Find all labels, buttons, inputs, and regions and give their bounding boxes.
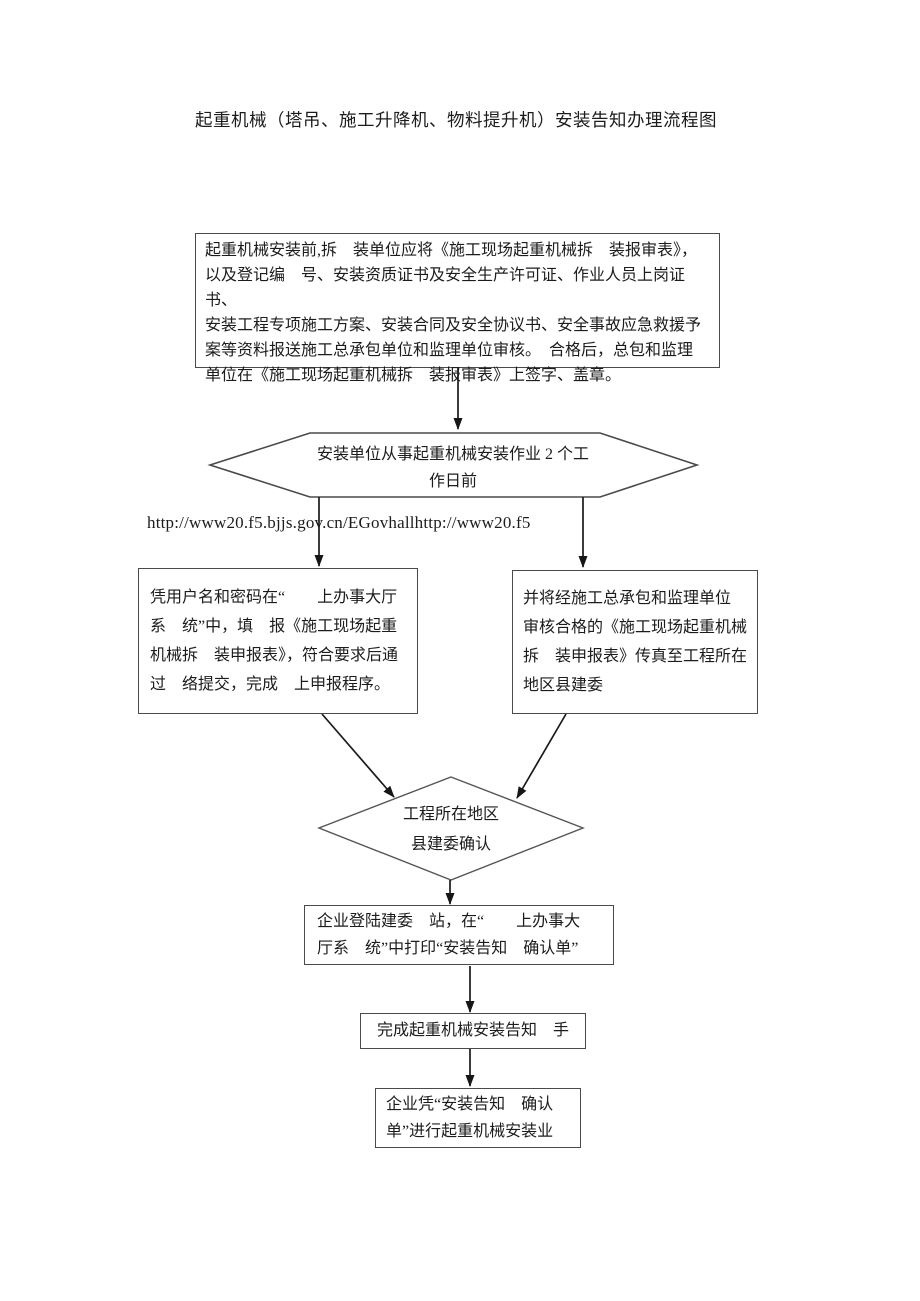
text-line: 企业登陆建委 站，在“ 上办事大 xyxy=(317,913,581,930)
node-fax-declaration: 并将经施工总承包和监理单位审核合格的《施工现场起重机械拆 装申报表》传真至工程所… xyxy=(512,570,758,714)
node-print-notice: 企业登陆建委 站，在“ 上办事大厅系 统”中打印“安装告知 确认单” xyxy=(304,905,614,965)
node-confirm-label: 工程所在地区县建委确认 xyxy=(341,800,561,860)
node-text: 凭用户名和密码在“ 上办事大厅系 统”中，填 报《施工现场起重机械拆 装申报表》… xyxy=(150,583,406,699)
text-line: 安装工程专项施工方案、安装合同及安全协议书、安全事故应急救援予 xyxy=(205,317,702,334)
text-line: 县建委确认 xyxy=(410,836,491,853)
arrow-fax-to-confirm xyxy=(516,713,567,799)
text-line: 单位在《施工现场起重机械拆 装报审表》上签字、盖章。 xyxy=(205,367,622,384)
node-text: 起重机械安装前,拆 装单位应将《施工现场起重机械拆 装报审表》， 以及登记编 号、… xyxy=(205,238,710,388)
text-line: 企业凭“安装告知 确认 xyxy=(386,1096,554,1113)
text-line: 并将经施工总承包和监理单位 xyxy=(523,590,732,607)
node-complete-notice: 完成起重机械安装告知 手 xyxy=(360,1013,586,1049)
text-line: 机械拆 装申报表》，符合要求后通 xyxy=(150,647,399,664)
node-text: 完成起重机械安装告知 手 xyxy=(367,1020,579,1042)
hexagon-shape xyxy=(207,432,700,498)
text-line: 安装单位从事起重机械安装作业 2 个工 xyxy=(316,446,589,463)
node-text: 并将经施工总承包和监理单位审核合格的《施工现场起重机械拆 装申报表》传真至工程所… xyxy=(523,584,747,700)
diamond-shape xyxy=(317,776,585,881)
text-line: 以及登记编 号、安装资质证书及安全生产许可证、作业人员上岗证书、 xyxy=(205,267,686,309)
node-text: 企业登陆建委 站，在“ 上办事大厅系 统”中打印“安装告知 确认单” xyxy=(317,908,601,962)
node-prepare-materials: 起重机械安装前,拆 装单位应将《施工现场起重机械拆 装报审表》， 以及登记编 号、… xyxy=(195,233,720,384)
portal-url-text: http://www20.f5.bjjs.gov.cn/EGovhallhttp… xyxy=(147,513,531,532)
arrow-online-to-confirm xyxy=(321,713,395,798)
text-line: 凭用户名和密码在“ 上办事大厅 xyxy=(150,589,398,606)
text-line: 地区县建委 xyxy=(523,677,604,694)
node-timing-label: 安装单位从事起重机械安装作业 2 个工作日前 xyxy=(263,441,643,495)
text-line: 起重机械安装前,拆 装单位应将《施工现场起重机械拆 装报审表》， xyxy=(205,242,698,259)
text-line: 作日前 xyxy=(428,473,477,490)
node-online-declaration: 凭用户名和密码在“ 上办事大厅系 统”中，填 报《施工现场起重机械拆 装申报表》… xyxy=(138,568,418,714)
text-line: 厅系 统”中打印“安装告知 确认单” xyxy=(317,940,579,957)
text-line: 单”进行起重机械安装业 xyxy=(386,1123,554,1140)
text-line: 工程所在地区 xyxy=(402,806,499,823)
text-line: 拆 装申报表》传真至工程所在 xyxy=(523,648,748,665)
text-line: 完成起重机械安装告知 手 xyxy=(376,1022,569,1039)
page-title: 起重机械（塔吊、施工升降机、物料提升机）安装告知办理流程图 xyxy=(195,110,717,130)
node-text: 企业凭“安装告知 确认单”进行起重机械安装业 xyxy=(386,1091,570,1145)
text-line: 案等资料报送施工总承包单位和监理单位审核。 合格后，总包和监理 xyxy=(205,342,694,359)
text-line: 系 统”中，填 报《施工现场起重 xyxy=(150,618,398,635)
text-line: 过 络提交，完成 上申报程序。 xyxy=(150,676,391,693)
text-line: 审核合格的《施工现场起重机械 xyxy=(523,619,748,636)
node-proceed-install: 企业凭“安装告知 确认单”进行起重机械安装业 xyxy=(375,1088,581,1148)
